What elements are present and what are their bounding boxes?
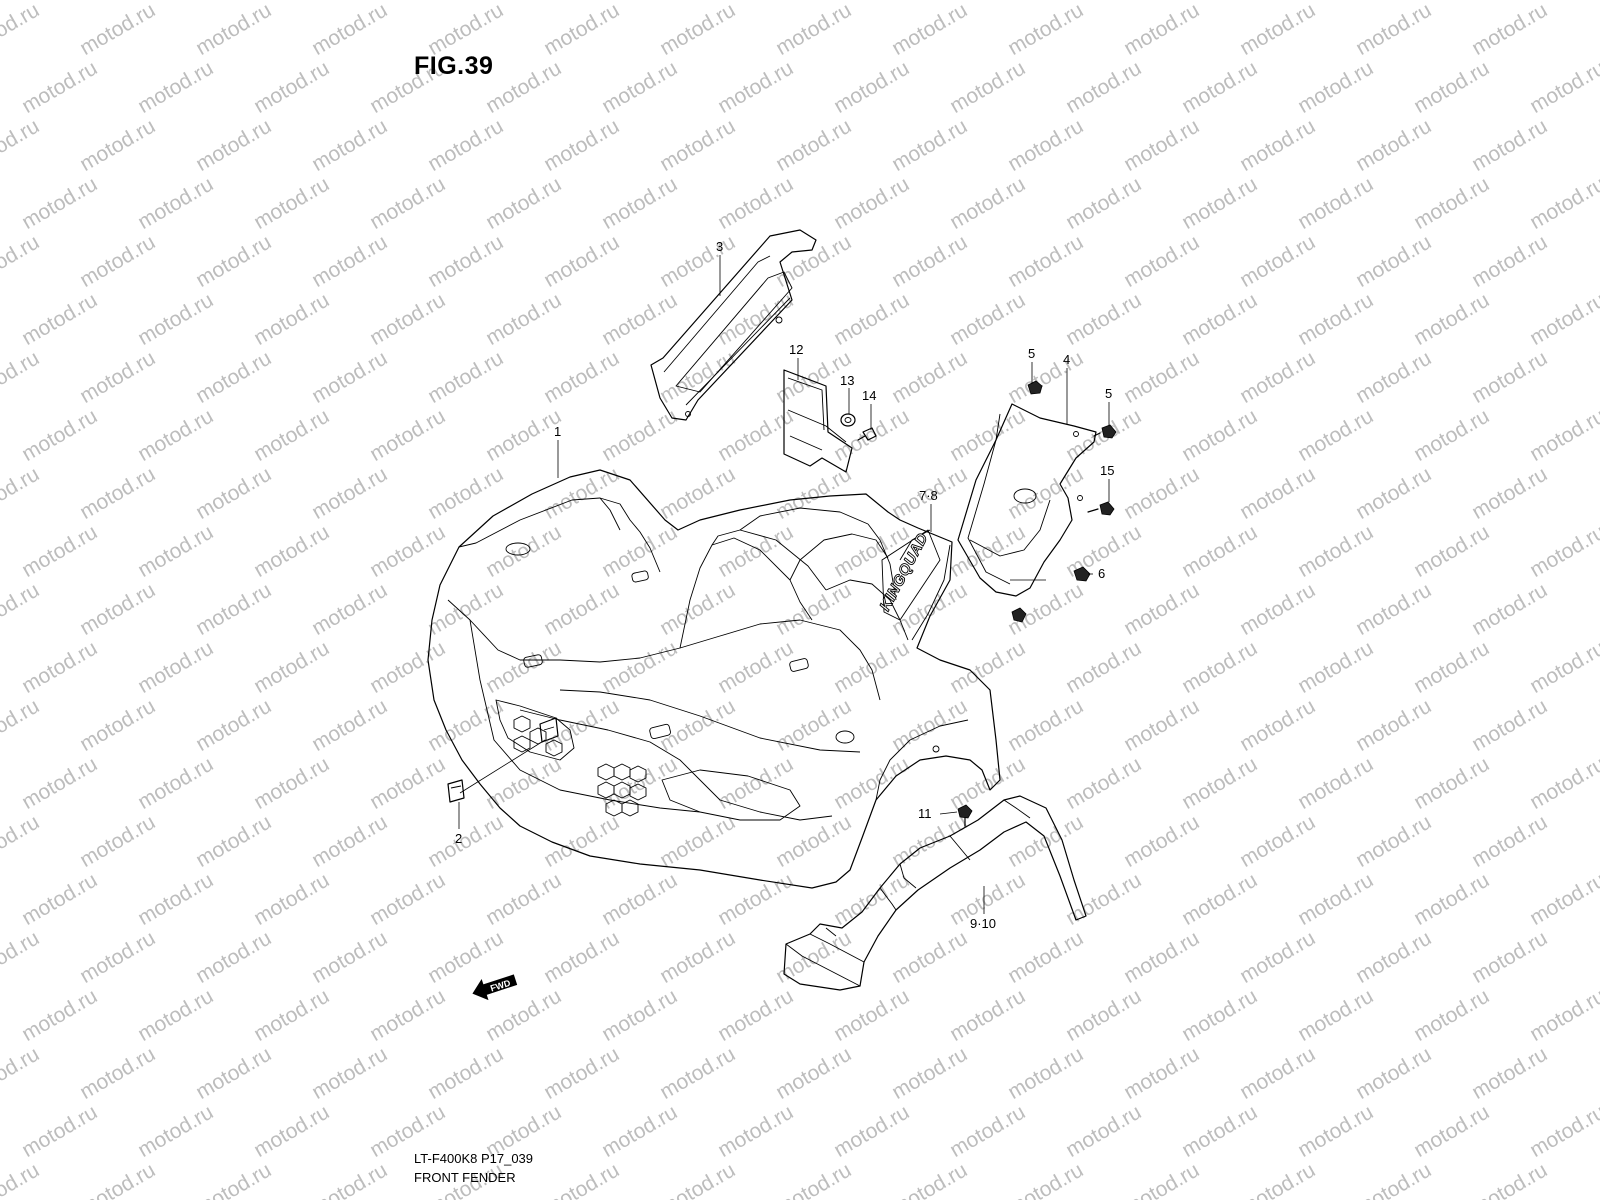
part-13-washer	[840, 413, 856, 427]
callout-15: 15	[1100, 463, 1114, 478]
section-name: FRONT FENDER	[414, 1170, 516, 1185]
part-14-bolt	[857, 427, 877, 441]
part-3-inner-cover	[650, 229, 817, 421]
callout-11: 11	[918, 806, 932, 821]
decal-text: KINGQUAD	[877, 530, 932, 614]
callout-9-10: 9·10	[970, 916, 996, 931]
fastener-5-right	[1093, 424, 1117, 439]
part-9-10-inner-fender	[783, 795, 1087, 991]
fastener-bottom	[1011, 607, 1027, 623]
callout-12: 12	[789, 342, 803, 357]
callout-7-8: 7·8	[919, 488, 938, 503]
callout-4: 4	[1063, 352, 1070, 367]
callout-14: 14	[862, 388, 876, 403]
part-1-front-fender: KINGQUAD	[427, 469, 1001, 889]
part-2-emblem	[447, 717, 559, 803]
fastener-15	[1087, 501, 1115, 516]
callout-13: 13	[840, 373, 854, 388]
fwd-label: FWD	[489, 978, 512, 994]
callout-labels: 1 2 3 4 5 5 6 7·8 9·10 11 12 13 14 15	[455, 239, 1114, 931]
model-code: LT-F400K8 P17_039	[414, 1151, 534, 1166]
callout-1: 1	[554, 424, 561, 439]
callout-3: 3	[716, 239, 723, 254]
callout-6: 6	[1098, 566, 1105, 581]
grille-mesh-center	[597, 763, 647, 817]
grille-mesh-left	[513, 715, 563, 757]
fastener-5-top	[1027, 380, 1043, 395]
callout-5a: 5	[1028, 346, 1035, 361]
part-11-clip	[957, 804, 973, 827]
leader-lines	[458, 255, 1110, 914]
fastener-6	[1073, 566, 1091, 582]
part-12-shield-plate	[783, 369, 853, 473]
arrow-left-icon	[472, 974, 518, 1001]
part-4-side-cover	[957, 403, 1097, 597]
direction-marker: FWD	[472, 974, 518, 1001]
figure-title: FIG.39	[414, 52, 494, 80]
callout-2: 2	[455, 831, 462, 846]
callout-5b: 5	[1105, 386, 1112, 401]
